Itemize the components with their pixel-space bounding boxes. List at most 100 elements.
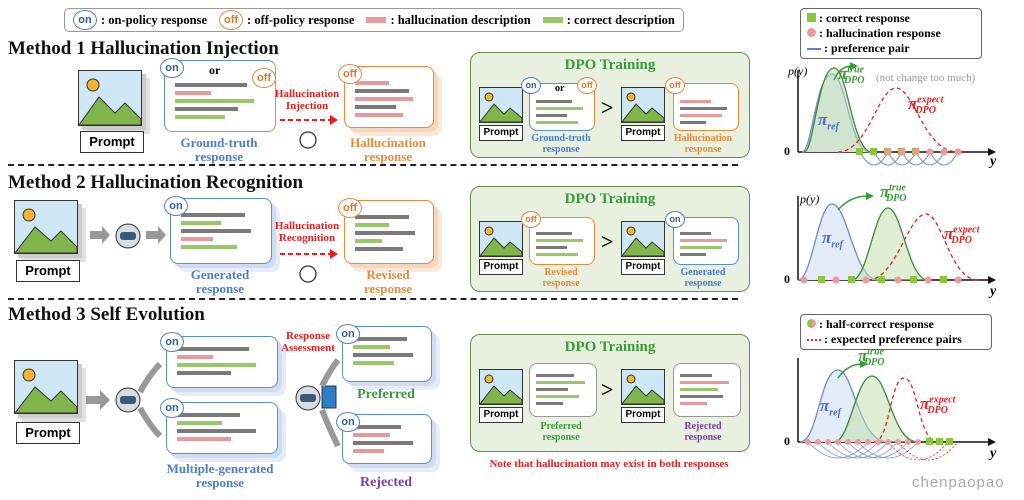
legend-halluc-text: : hallucination description [390, 12, 531, 27]
legend-correct: : correct description [542, 12, 675, 28]
method3-robot [86, 361, 163, 439]
plot-3 [797, 358, 996, 461]
dpo2-left-caption: Revised response [542, 267, 580, 289]
landscape-icon [622, 374, 664, 404]
dpo3-left-image [479, 369, 523, 405]
method3-rejected-label: Rejected [359, 475, 413, 490]
dpo1-left-caption: Ground-truth response [531, 133, 591, 155]
monitor-icon [321, 385, 337, 409]
method2-off-badge: off [338, 198, 362, 218]
method2-dpo-title: DPO Training [564, 191, 656, 207]
landscape-icon [480, 374, 522, 404]
method1-arrow-label: Hallucination Injection [274, 88, 340, 112]
pair-line-icon [807, 48, 821, 51]
openai-icon [299, 131, 317, 149]
method2-dpo-panel: DPO Training Prompt off Revised response… [470, 186, 750, 292]
method1-prompt-image [78, 70, 142, 126]
plot1-not-change: (not change too much) [876, 72, 976, 84]
dpo1-left-image [479, 87, 523, 123]
recognition-arrow [280, 249, 338, 283]
dpo1-on-badge: on [521, 77, 541, 94]
method3-on-badge-c: on [336, 324, 360, 344]
right-legend-1: : correct response : hallucination respo… [800, 8, 982, 59]
right-legend-halluc: : hallucination response [819, 26, 941, 40]
plot2-py: p(y) [800, 192, 820, 206]
method3-card-top [166, 336, 278, 388]
plot2-pi-true: πtrueDPO [880, 182, 907, 205]
dpo2-right-caption: Generated response [680, 267, 726, 289]
legend-halluc: : hallucination description [366, 12, 531, 28]
plot-1 [797, 62, 996, 166]
plot2-pi-ref: πref [822, 228, 843, 251]
method2-title: Method 2 Hallucination Recognition [8, 172, 304, 193]
watermark: chenpaopao [912, 474, 1005, 491]
method3-preferred-label: Preferred [357, 387, 415, 402]
method1-dpo-panel: DPO Training Prompt on or off Ground-tru… [470, 52, 750, 158]
dpo1-right-card [673, 83, 739, 131]
plot3-pi-expect: πexpectDPO [920, 394, 956, 417]
method3-dpo-panel: DPO Training Prompt Preferred response >… [470, 334, 750, 452]
dpo3-right-caption: Rejected response [684, 421, 722, 443]
method1-off-badge: off [252, 68, 276, 88]
landscape-icon [480, 92, 522, 122]
method1-on-badge: on [160, 58, 184, 78]
plot3-y: y [990, 446, 997, 461]
dpo2-on-badge: on [665, 211, 685, 228]
halluc-circle-icon [807, 28, 816, 37]
divider-1 [8, 164, 738, 166]
dpo3-left-card [529, 363, 597, 417]
method1-result-off-badge: off [338, 64, 362, 84]
method1-hallucination-card [344, 66, 434, 128]
dpo3-right-image [621, 369, 665, 405]
method3-assess-label: Response Assessment [281, 330, 335, 354]
method3-card-caption: Multiple-generated response [166, 461, 274, 490]
landscape-icon [15, 368, 77, 413]
right-legend-correct: : correct response [819, 11, 910, 25]
half-correct-icon [807, 319, 816, 328]
correct-swatch [542, 17, 563, 23]
right-legend-half: : half-correct response [819, 317, 934, 331]
dpo2-right-image [621, 221, 665, 257]
legend-correct-text: : correct description [566, 12, 675, 27]
right-legend-pair: : preference pair [824, 41, 910, 55]
method3-title: Method 3 Self Evolution [8, 304, 205, 325]
method3-dpo-title: DPO Training [564, 339, 656, 355]
plot1-y: y [990, 154, 997, 169]
plot-2 [797, 192, 996, 284]
dpo3-right-card [673, 363, 741, 417]
right-legend-expected: : expected preference pairs [824, 332, 962, 346]
assess-robot [295, 358, 341, 448]
method1-title: Method 1 Hallucination Injection [8, 38, 279, 59]
method3-on-badge-a: on [160, 332, 184, 352]
method2-robot [90, 223, 166, 249]
method3-on-badge-d: on [336, 412, 360, 432]
dpo1-right-prompt: Prompt [621, 125, 665, 141]
legend-bar: on : on-policy response off : off-policy… [64, 8, 684, 32]
correct-square-icon [807, 13, 816, 22]
legend-off: off : off-policy response [219, 10, 354, 30]
method1-or: or [209, 63, 221, 77]
legend-off-text: : off-policy response [247, 12, 355, 27]
method2-result-caption: Revised response [363, 267, 413, 296]
landscape-icon [79, 78, 141, 125]
dpo2-greater-than: > [601, 229, 614, 254]
plot2-zero: 0 [784, 272, 790, 286]
method1-prompt-label: Prompt [80, 131, 144, 153]
halluc-swatch [366, 17, 387, 23]
expected-pair-icon [807, 339, 821, 342]
plot3-pi-true: πtrueDPO [858, 346, 885, 369]
dpo2-left-prompt: Prompt [479, 259, 523, 275]
dpo1-left-card [529, 83, 595, 131]
method3-prompt-label: Prompt [16, 422, 80, 444]
dpo2-left-card [529, 217, 595, 265]
method3-on-badge-b: on [160, 398, 184, 418]
right-legend-3: : half-correct response : expected prefe… [800, 314, 992, 350]
dpo2-right-card [673, 217, 739, 265]
method2-prompt-image [14, 200, 78, 254]
method2-prompt-label: Prompt [16, 260, 80, 282]
method2-card-caption: Generated response [190, 267, 250, 296]
method1-dpo-title: DPO Training [564, 57, 656, 73]
plot1-pi-expect: πexpectDPO [908, 94, 944, 117]
method3-card-bottom [166, 402, 278, 454]
plot1-pi-ref: πref [818, 110, 839, 133]
